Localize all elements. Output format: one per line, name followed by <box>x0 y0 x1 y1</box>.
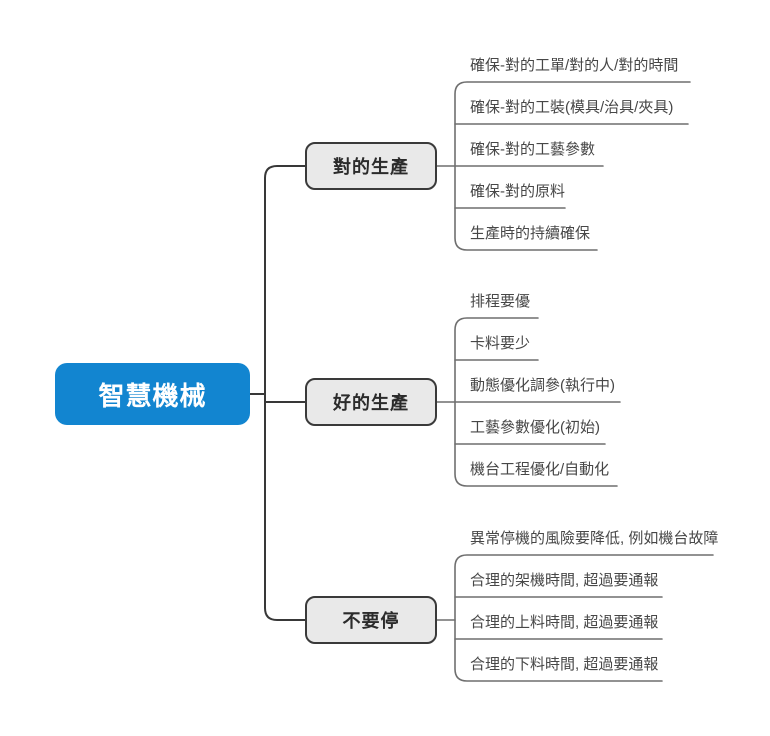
subtopic-label[interactable]: 合理的下料時間, 超過要通報 <box>470 656 659 673</box>
subtopic-label[interactable]: 合理的上料時間, 超過要通報 <box>470 614 659 631</box>
subtopic-label[interactable]: 動態優化調參(執行中) <box>470 377 615 394</box>
subtopic-label[interactable]: 生產時的持續確保 <box>470 225 591 242</box>
root-trunk-line <box>264 165 311 621</box>
subtopic-label[interactable]: 確保-對的工單/對的人/對的時間 <box>470 57 679 74</box>
subtopic-label[interactable]: 卡料要少 <box>470 335 531 352</box>
subtopic-label[interactable]: 異常停機的風險要降低, 例如機台故障 <box>470 530 719 547</box>
branch-topic-no-stop[interactable]: 不要停 <box>305 596 437 644</box>
subtopic-label[interactable]: 合理的架機時間, 超過要通報 <box>470 572 659 589</box>
branch-topic-good-production[interactable]: 好的生產 <box>305 378 437 426</box>
subtopic-label[interactable]: 排程要優 <box>470 293 531 310</box>
branch-topic-right-production[interactable]: 對的生產 <box>305 142 437 190</box>
branch3-trunk-line <box>454 554 714 682</box>
subtopic-label[interactable]: 工藝參數優化(初始) <box>470 419 600 436</box>
subtopic-label[interactable]: 確保-對的工藝參數 <box>470 141 595 158</box>
subtopic-label[interactable]: 確保-對的原料 <box>470 183 565 200</box>
subtopic-label[interactable]: 確保-對的工裝(模具/治具/夾具) <box>470 99 674 116</box>
subtopic-label[interactable]: 機台工程優化/自動化 <box>470 461 610 478</box>
root-topic[interactable]: 智慧機械 <box>55 363 250 425</box>
